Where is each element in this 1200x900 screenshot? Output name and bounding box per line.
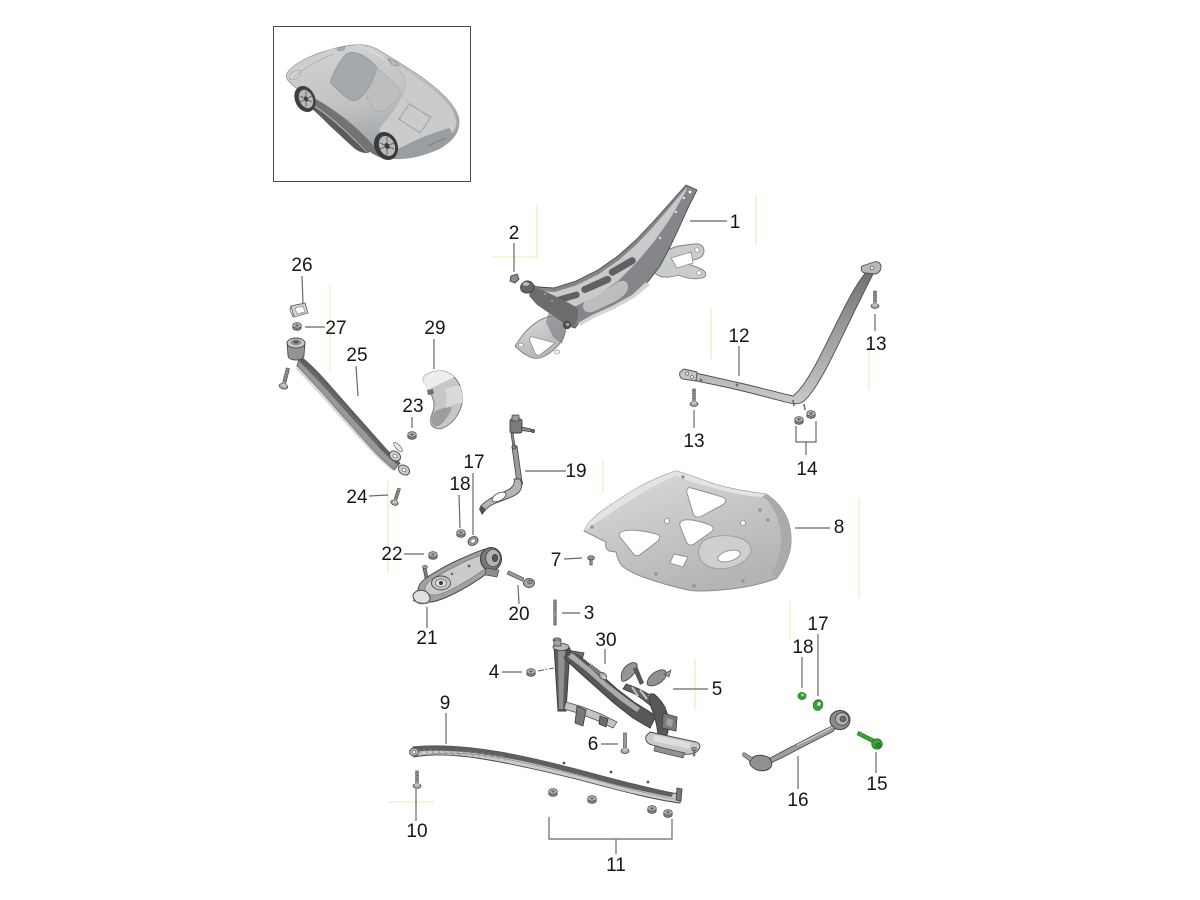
svg-text:19: 19 [565, 461, 586, 482]
svg-text:16: 16 [787, 790, 808, 811]
svg-text:27: 27 [325, 318, 346, 339]
svg-text:7: 7 [551, 550, 562, 571]
svg-text:23: 23 [402, 396, 423, 417]
svg-text:13: 13 [865, 334, 886, 355]
svg-text:17: 17 [463, 452, 484, 473]
svg-text:5: 5 [712, 679, 723, 700]
svg-text:21: 21 [416, 628, 437, 649]
svg-text:17: 17 [807, 614, 828, 635]
svg-text:3: 3 [584, 603, 595, 624]
svg-text:13: 13 [683, 431, 704, 452]
svg-text:20: 20 [508, 604, 529, 625]
svg-text:8: 8 [834, 517, 845, 538]
svg-text:4: 4 [489, 662, 500, 683]
svg-text:1: 1 [730, 212, 741, 233]
svg-text:10: 10 [406, 821, 427, 842]
svg-text:29: 29 [424, 318, 445, 339]
svg-text:18: 18 [792, 637, 813, 658]
svg-text:26: 26 [291, 255, 312, 276]
svg-text:9: 9 [440, 693, 451, 714]
svg-text:18: 18 [449, 474, 470, 495]
svg-text:12: 12 [728, 326, 749, 347]
svg-text:24: 24 [346, 487, 368, 508]
svg-text:6: 6 [588, 734, 599, 755]
svg-text:11: 11 [606, 855, 626, 876]
svg-text:14: 14 [796, 459, 818, 480]
svg-text:25: 25 [346, 345, 367, 366]
svg-text:22: 22 [381, 544, 402, 565]
svg-text:30: 30 [595, 630, 616, 651]
svg-text:2: 2 [509, 223, 520, 244]
svg-text:15: 15 [866, 774, 887, 795]
